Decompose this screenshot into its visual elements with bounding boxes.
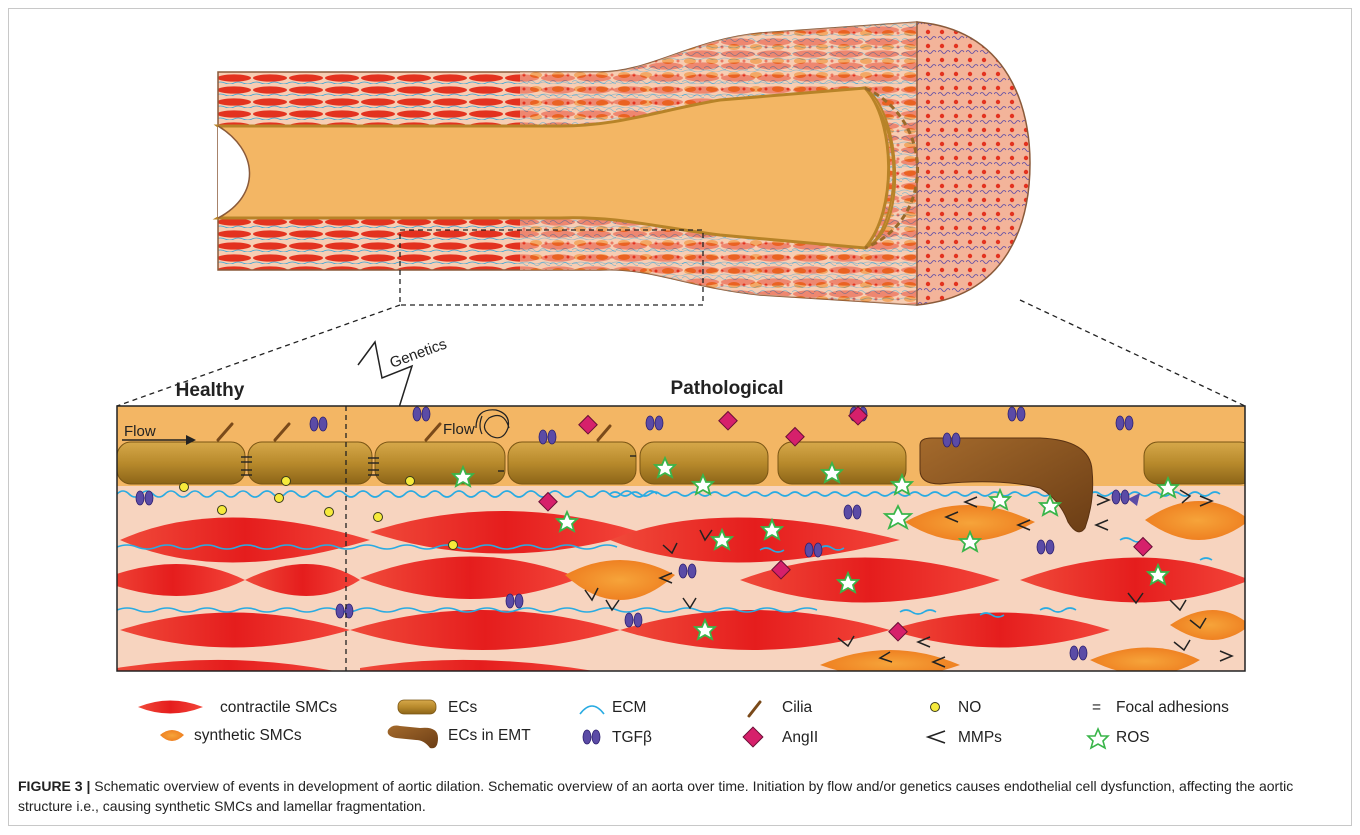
tgfb-icon [583,730,600,744]
pathological-label: Pathological [671,378,784,399]
legend-label-contractile-smcs: contractile SMCs [220,699,337,716]
focal-adhesion-icon: = [1092,699,1101,716]
figure-caption: FIGURE 3 | Schematic overview of events … [18,776,1338,816]
no-molecule [282,477,291,486]
cilia-icon [749,702,760,716]
legend-label-no: NO [958,699,981,716]
legend-label-synthetic-smcs: synthetic SMCs [194,727,302,744]
endothelial-cell [508,442,636,484]
ecm-icon [580,706,604,714]
no-molecule [325,508,334,517]
genetics-label: Genetics [388,336,449,372]
no-molecule [406,477,415,486]
figure-label: FIGURE 3 | [18,778,90,794]
contractile-smc-icon [138,701,203,714]
legend-label-ros: ROS [1116,729,1150,746]
mmp-icon [928,731,945,743]
no-molecule [374,513,383,522]
no-molecule [180,483,189,492]
synthetic-smc-icon [160,730,184,741]
zoom-line-right [1020,300,1245,406]
endothelial-cell [248,442,372,484]
no-icon [931,703,940,712]
aorta-end-cap [917,22,1030,305]
ec-icon [398,700,436,714]
figure-diagram: Healthy Pathological Genetics [0,0,1360,770]
legend-label-mmps: MMPs [958,729,1002,746]
legend-label-focal-adhesions: Focal adhesions [1116,699,1229,716]
caption-text: Schematic overview of events in developm… [18,778,1293,814]
flow-label-pathological: Flow [443,421,475,438]
legend: contractile SMCs synthetic SMCs ECs ECs … [138,699,1229,748]
endothelial-cell [375,442,505,484]
legend-label-ecs-in-emt: ECs in EMT [448,727,531,744]
no-molecule [275,494,284,503]
endothelial-cell [117,442,245,484]
no-molecule [449,541,458,550]
legend-label-ecs: ECs [448,699,478,716]
endothelial-cell [1144,442,1254,484]
flow-label-healthy: Flow [124,423,156,440]
endothelial-cell [778,442,906,484]
no-molecule [218,506,227,515]
legend-label-angii: AngII [782,729,818,746]
legend-label-tgfb: TGFβ [612,729,652,746]
aorta-overview [218,22,1030,305]
ros-icon [1088,729,1108,748]
zoom-line-left [117,305,400,406]
legend-label-cilia: Cilia [782,699,813,716]
zoom-panel: Flow Flow [100,406,1254,678]
legend-label-ecm: ECM [612,699,646,716]
healthy-label: Healthy [176,380,245,401]
ec-emt-icon [388,726,438,749]
angii-icon [743,727,763,747]
